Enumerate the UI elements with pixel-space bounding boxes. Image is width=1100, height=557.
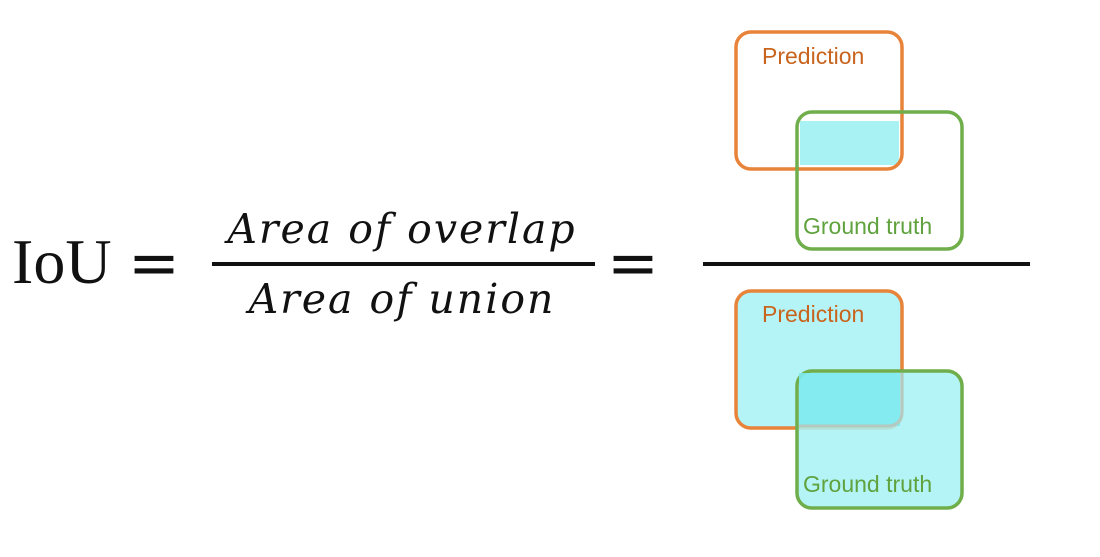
ground-truth-box-top (795, 110, 964, 251)
ground-truth-label-top: Ground truth (803, 213, 933, 239)
fraction-bar (212, 262, 595, 266)
prediction-edge-through-overlap (799, 373, 904, 428)
diagram-fraction-bar (703, 262, 1030, 266)
ground-truth-label-bottom: Ground truth (803, 471, 933, 497)
prediction-label-top: Prediction (762, 43, 865, 69)
prediction-box-top (734, 30, 904, 171)
equals-sign-1: = (128, 226, 180, 299)
overlap-region (800, 121, 899, 165)
prediction-label-bottom: Prediction (762, 301, 865, 327)
union-overlap-region (799, 373, 900, 426)
iou-label: IoU (12, 226, 112, 297)
fraction-numerator: Area of overlap (227, 205, 577, 253)
equals-sign-2: = (607, 226, 659, 299)
fraction-denominator: Area of union (248, 275, 556, 323)
